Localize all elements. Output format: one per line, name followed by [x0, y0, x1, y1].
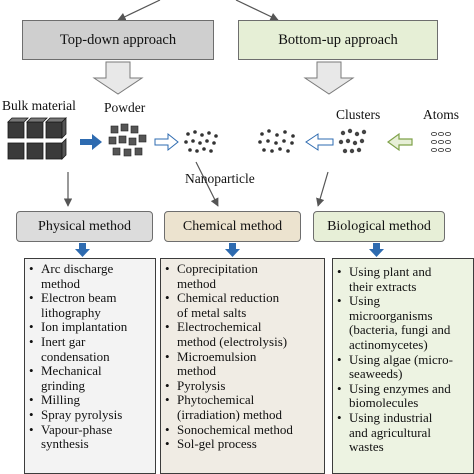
list-item: Pyrolysis [165, 378, 322, 394]
atoms-icon [430, 131, 452, 153]
nano-to-biological-line [316, 171, 329, 207]
top-down-approach-box: Top-down approach [22, 20, 214, 60]
biological-methods-list: Using plant and their extracts Using mic… [332, 258, 474, 474]
list-item: Coprecipitation method [165, 261, 322, 291]
chemical-methods-list: Coprecipitation method Chemical reductio… [160, 258, 325, 474]
list-item: Using plant and their extracts [337, 264, 471, 294]
chemical-down-arrow [225, 243, 240, 257]
list-item: Electrochemical method (electrolysis) [165, 320, 322, 349]
list-item: Arc discharge method [29, 261, 153, 291]
nanoparticle-label: Nanoparticle [185, 171, 255, 186]
list-item: Phytochemical (irradiation) method [165, 393, 322, 422]
biological-method-box: Biological method [313, 211, 445, 242]
top-left-line [117, 0, 161, 21]
list-item: Milling [29, 393, 153, 408]
list-item: Vapour-phase synthesis [29, 422, 153, 452]
bottom-up-block-arrow [303, 61, 355, 95]
list-item: Chemical reduction of metal salts [165, 290, 322, 320]
powder-to-nanoparticle-arrow [154, 132, 179, 152]
atoms-label: Atoms [423, 107, 460, 122]
physical-method-box: Physical method [16, 211, 153, 242]
chemical-method-title: Chemical method [182, 218, 283, 234]
physical-method-title: Physical method [38, 218, 131, 234]
bottom-up-approach-box: Bottom-up approach [238, 20, 438, 60]
list-item: Inert gar condensation [29, 334, 153, 364]
list-item: Using microorganisms (bacteria, fungi an… [337, 293, 471, 352]
nanoparticle-right-icon [258, 129, 295, 153]
list-item: Sol-gel process [165, 436, 322, 452]
list-item: Mechanical grinding [29, 363, 153, 393]
physical-methods-list: Arc discharge method Electron beam litho… [24, 258, 156, 474]
powder-icon [108, 123, 147, 157]
list-item: Ion implantation [29, 320, 153, 335]
biological-down-arrow [369, 243, 384, 257]
bulk-material-label: Bulk material [2, 98, 76, 113]
physical-down-arrow [75, 243, 90, 257]
atoms-to-clusters-arrow [386, 132, 413, 152]
top-down-block-arrow [92, 61, 144, 95]
clusters-icon [338, 128, 367, 154]
bulk-to-powder-arrow [80, 134, 102, 150]
list-item: Sonochemical method [165, 422, 322, 438]
nano-to-chemical-line [195, 161, 219, 207]
top-right-line [235, 0, 279, 21]
list-item: Electron beam lithography [29, 290, 153, 320]
bottom-up-approach-label: Bottom-up approach [278, 31, 398, 48]
biological-method-title: Biological method [327, 218, 431, 234]
bulk-material-icon [7, 117, 67, 160]
nanoparticle-left-icon [184, 130, 218, 153]
chemical-method-box: Chemical method [164, 211, 301, 242]
list-item: Spray pyrolysis [29, 407, 153, 423]
list-item: Using industrial and agricultural wastes [337, 410, 471, 455]
list-item: Using enzymes and biomolecules [337, 381, 471, 411]
list-item: Microemulsion method [165, 349, 322, 379]
clusters-to-nanoparticle-arrow [305, 133, 334, 151]
powder-label: Powder [104, 100, 146, 115]
clusters-label: Clusters [336, 107, 381, 122]
list-item: Using algae (micro- seaweeds) [337, 352, 471, 382]
top-down-approach-label: Top-down approach [59, 31, 177, 48]
